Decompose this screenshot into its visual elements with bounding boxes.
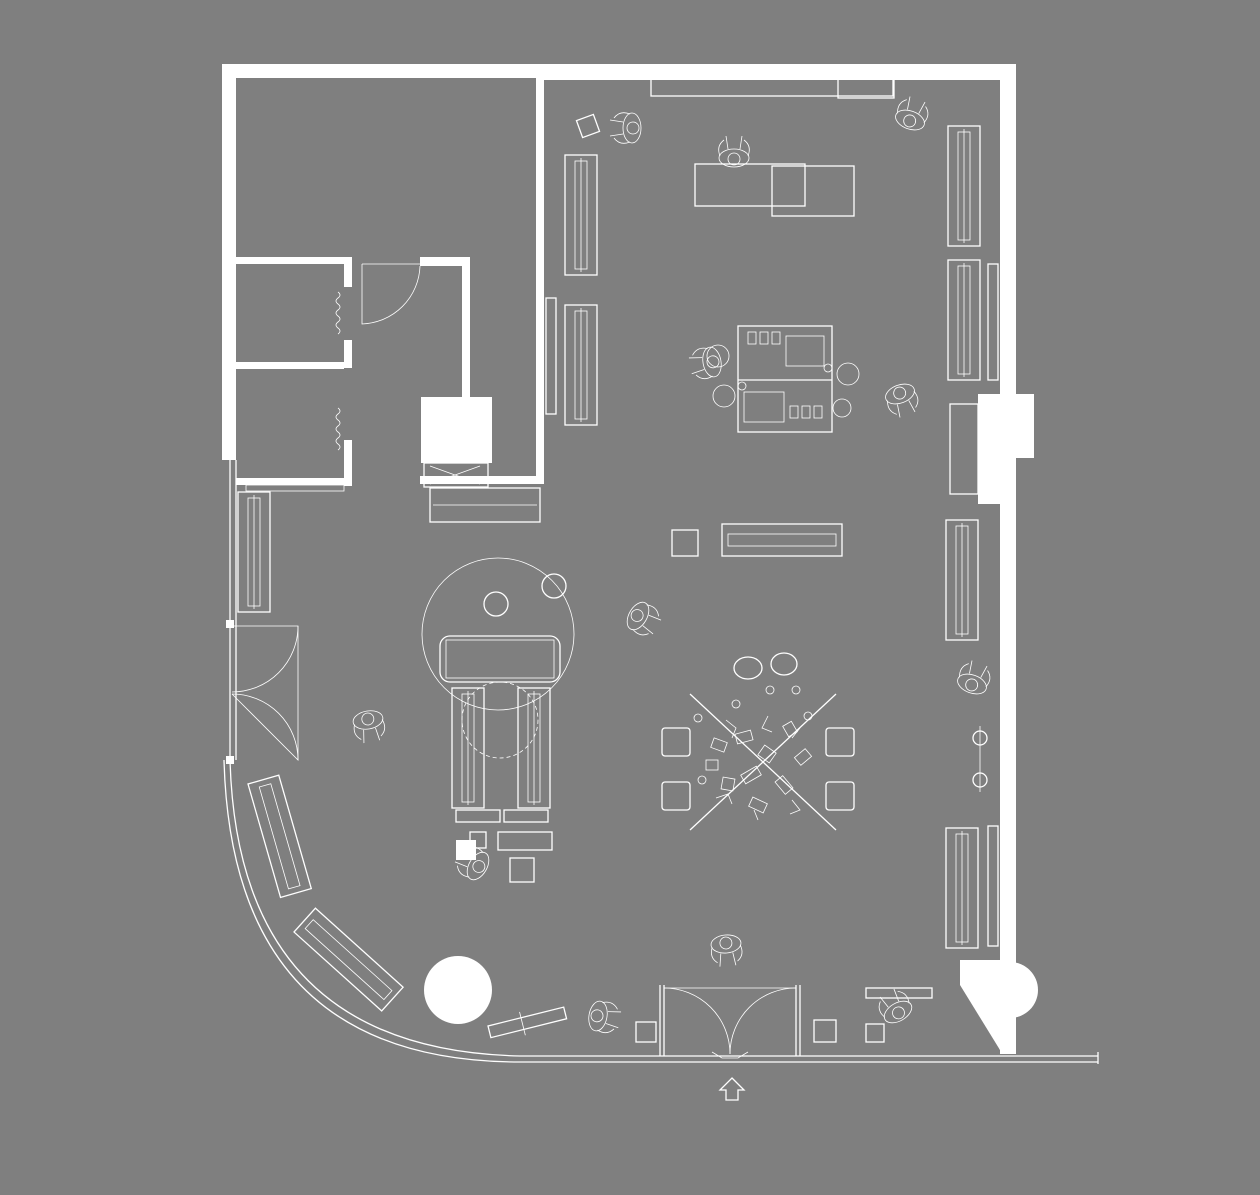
work-table-cluster: [706, 325, 860, 433]
right-wall-features: [949, 394, 1038, 1050]
exterior-walls: [222, 64, 1016, 1054]
left-double-door: [226, 620, 299, 764]
wall-fixtures: [865, 726, 988, 999]
round-planter-icon: [424, 956, 492, 1024]
round-table-icon: [421, 557, 575, 711]
up-arrow-icon: [718, 1077, 746, 1101]
round-table-area: [421, 557, 575, 883]
person-topview-icon-group: [350, 93, 995, 1036]
curved-facade-tables: [247, 774, 568, 1039]
hatched-column-icon: [949, 403, 979, 495]
display-tables: [237, 113, 999, 1043]
cash-counter: [694, 163, 855, 217]
central-installation: [661, 652, 855, 831]
curved-facade: [223, 460, 1099, 1064]
back-rooms: [236, 78, 544, 492]
front-entrance-doors: [659, 985, 801, 1059]
